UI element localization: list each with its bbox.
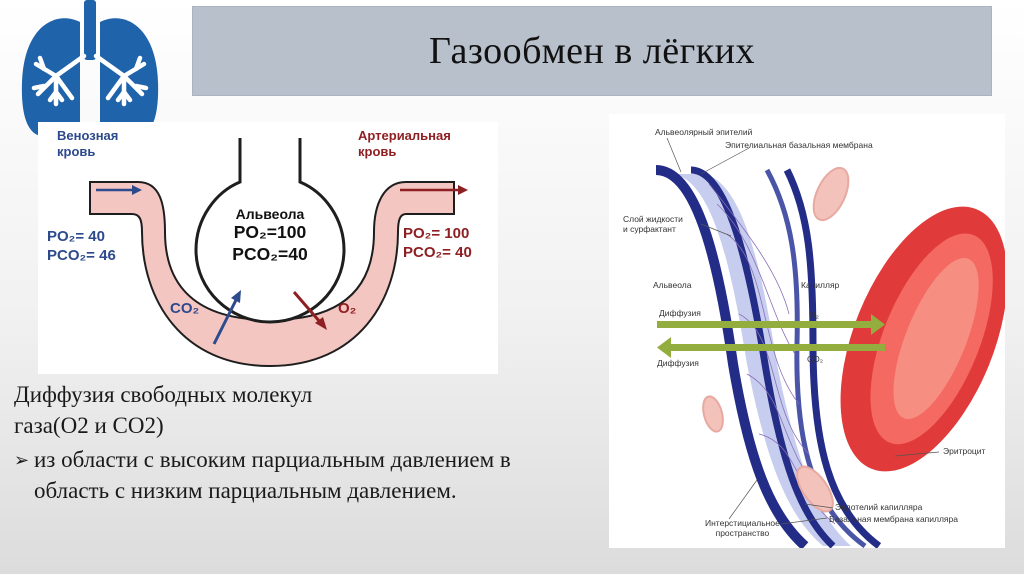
bullet-text: из области с высоким парциальным давлени… <box>34 447 511 503</box>
alveola-po2: PO₂=100 <box>233 222 307 242</box>
erythrocyte-shape <box>840 206 1005 472</box>
capillary-label: Капилляр <box>801 280 840 290</box>
o2-label: O₂ <box>338 300 357 317</box>
alveola-right-label: Альвеола <box>653 280 692 290</box>
interstitial-line1: Интерстициальное <box>705 518 780 528</box>
alveola-label: Альвеола <box>235 206 305 222</box>
co2-label: CO₂ <box>170 300 200 317</box>
co2-right-label: CO₂ <box>807 354 824 364</box>
arterial-po2: PO₂= 100 <box>403 225 470 242</box>
arterial-pressure-values: PO₂= 100 PCO₂= 40 <box>403 225 472 263</box>
arterial-flow-arrow <box>400 185 468 195</box>
venous-pco2: PCO₂= 46 <box>47 246 116 264</box>
o2-diffusion-arrow <box>292 291 327 330</box>
o2-diffusion-arrow-right <box>657 314 885 335</box>
alveolar-epithelium-label: Альвеолярный эпителий <box>655 127 753 137</box>
heading-line1: Диффузия свободных молекул <box>14 382 313 407</box>
erythrocyte-label: Эритроцит <box>943 446 986 456</box>
lungs-icon <box>20 0 160 138</box>
body-text: Диффузия свободных молекул газа(O2 и CO2… <box>14 380 574 506</box>
arrow-bullet-icon: ➢ <box>14 450 30 471</box>
membrane-band <box>655 165 882 548</box>
venous-pressure-values: PO₂= 40 PCO₂= 46 <box>47 228 116 266</box>
fluid-layer-line2: и сурфактант <box>623 224 676 235</box>
page-title: Газообмен в лёгких <box>428 30 756 72</box>
capillary-endothelium-label: Эндотелий капилляра <box>835 502 923 512</box>
venous-po2: PO₂= 40 <box>47 228 105 245</box>
o2-right-label: O₂ <box>809 310 819 320</box>
epithelial-membrane-label: Эпителиальная базальная мембрана <box>725 140 873 150</box>
alveolus-diagram: Венозная кровь Артериальная кровь PO₂= 4… <box>38 122 498 374</box>
heading-line2: газа(O2 и CO2) <box>14 412 164 438</box>
diffusion-label-1: Диффузия <box>659 308 701 318</box>
bullet-item: ➢ из области с высоким парциальным давле… <box>14 445 574 506</box>
fluid-layer-line1: Слой жидкости <box>623 214 683 224</box>
membrane-diagram: Альвеолярный эпителий Эпителиальная база… <box>609 114 1005 548</box>
arterial-pco2: PCO₂= 40 <box>403 243 472 261</box>
alveola-info: Альвеола PO₂=100 PCO₂=40 <box>200 206 340 266</box>
alveolus-sac <box>194 138 346 324</box>
interstitial-space-label: Интерстициальное пространство <box>705 518 780 538</box>
title-bar: Газообмен в лёгких <box>192 6 992 96</box>
alveola-pco2: PCO₂=40 <box>232 243 308 264</box>
capillary-vessel <box>89 181 455 368</box>
venous-blood-label: Венозная кровь <box>57 128 119 160</box>
co2-diffusion-arrow <box>212 290 241 345</box>
venous-flow-arrow <box>96 185 142 195</box>
interstitial-line2: пространство <box>715 528 770 539</box>
arterial-blood-label: Артериальная кровь <box>358 128 451 160</box>
capillary-membrane-label: Базальная мембрана капилляра <box>829 514 958 524</box>
diffusion-label-2: Диффузия <box>657 358 699 368</box>
co2-diffusion-arrow-left <box>657 337 885 358</box>
fluid-layer-label: Слой жидкости и сурфактант <box>623 214 683 234</box>
